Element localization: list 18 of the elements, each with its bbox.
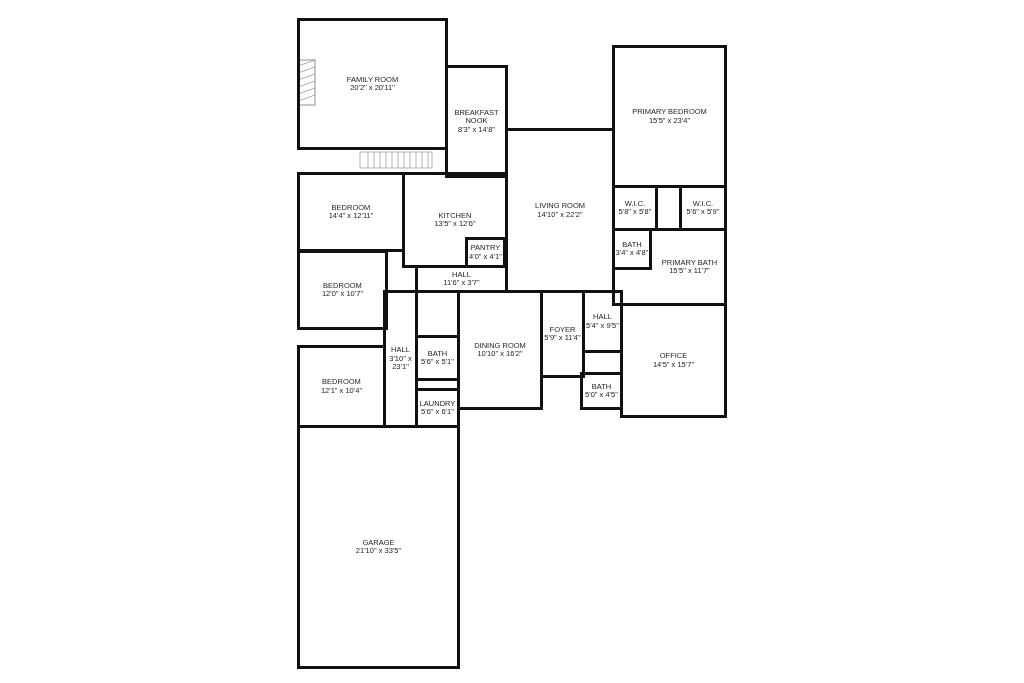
room-outline (679, 185, 727, 231)
room-outline (465, 237, 506, 268)
room-outline (297, 345, 386, 428)
room-outline (415, 388, 460, 428)
room-outline (415, 335, 460, 381)
room-outline (297, 172, 405, 252)
room-outline (445, 65, 508, 178)
room-outline (582, 290, 623, 353)
room-outline (402, 172, 508, 268)
room-outline (612, 228, 727, 306)
room-outline (612, 228, 652, 270)
room-outline (580, 372, 623, 410)
room-outline (297, 18, 448, 150)
room-outline (297, 250, 388, 330)
room-outline (297, 425, 460, 669)
room-outline (612, 45, 727, 188)
room-outline (620, 303, 727, 418)
room-outline (457, 290, 543, 410)
